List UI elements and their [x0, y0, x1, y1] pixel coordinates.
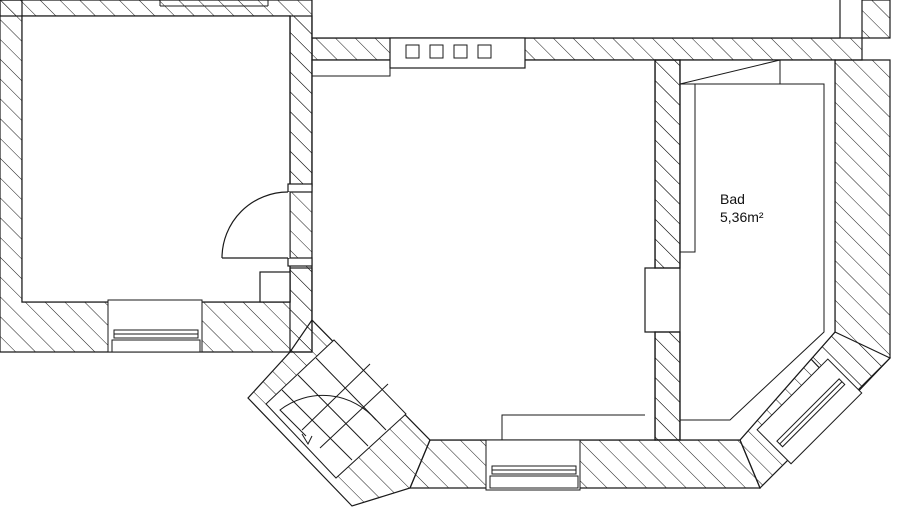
door	[221, 183, 313, 303]
stair-direction-arrow	[279, 394, 377, 437]
window-bath	[756, 358, 863, 465]
bath-floor	[679, 59, 836, 441]
duct	[453, 44, 468, 59]
window-bottom	[485, 439, 581, 491]
cabinet	[259, 271, 291, 303]
room-label-bad: Bad 5,36m²	[720, 191, 764, 225]
hall-niche	[312, 59, 391, 77]
stair	[265, 339, 407, 479]
duct	[429, 44, 444, 59]
duct	[477, 44, 492, 59]
hall-counter	[501, 414, 645, 440]
duct	[405, 44, 420, 59]
room-area: 5,36m²	[720, 209, 764, 225]
top-room-floor	[312, 0, 840, 38]
partition-lower	[654, 331, 681, 441]
windows	[107, 299, 863, 491]
left-wall-strip	[289, 15, 313, 187]
bath-lining	[679, 59, 825, 421]
partitions	[289, 15, 681, 441]
left-room-floor	[21, 15, 291, 303]
left-wall-strip-lower	[289, 267, 313, 353]
left-top-wall	[0, 0, 23, 17]
partition-upper	[654, 59, 681, 269]
window-left-room	[107, 299, 203, 353]
room-name: Bad	[720, 191, 745, 207]
bottom-wall	[409, 439, 761, 489]
chimney	[389, 37, 526, 69]
top-room-fragment	[159, 0, 269, 7]
